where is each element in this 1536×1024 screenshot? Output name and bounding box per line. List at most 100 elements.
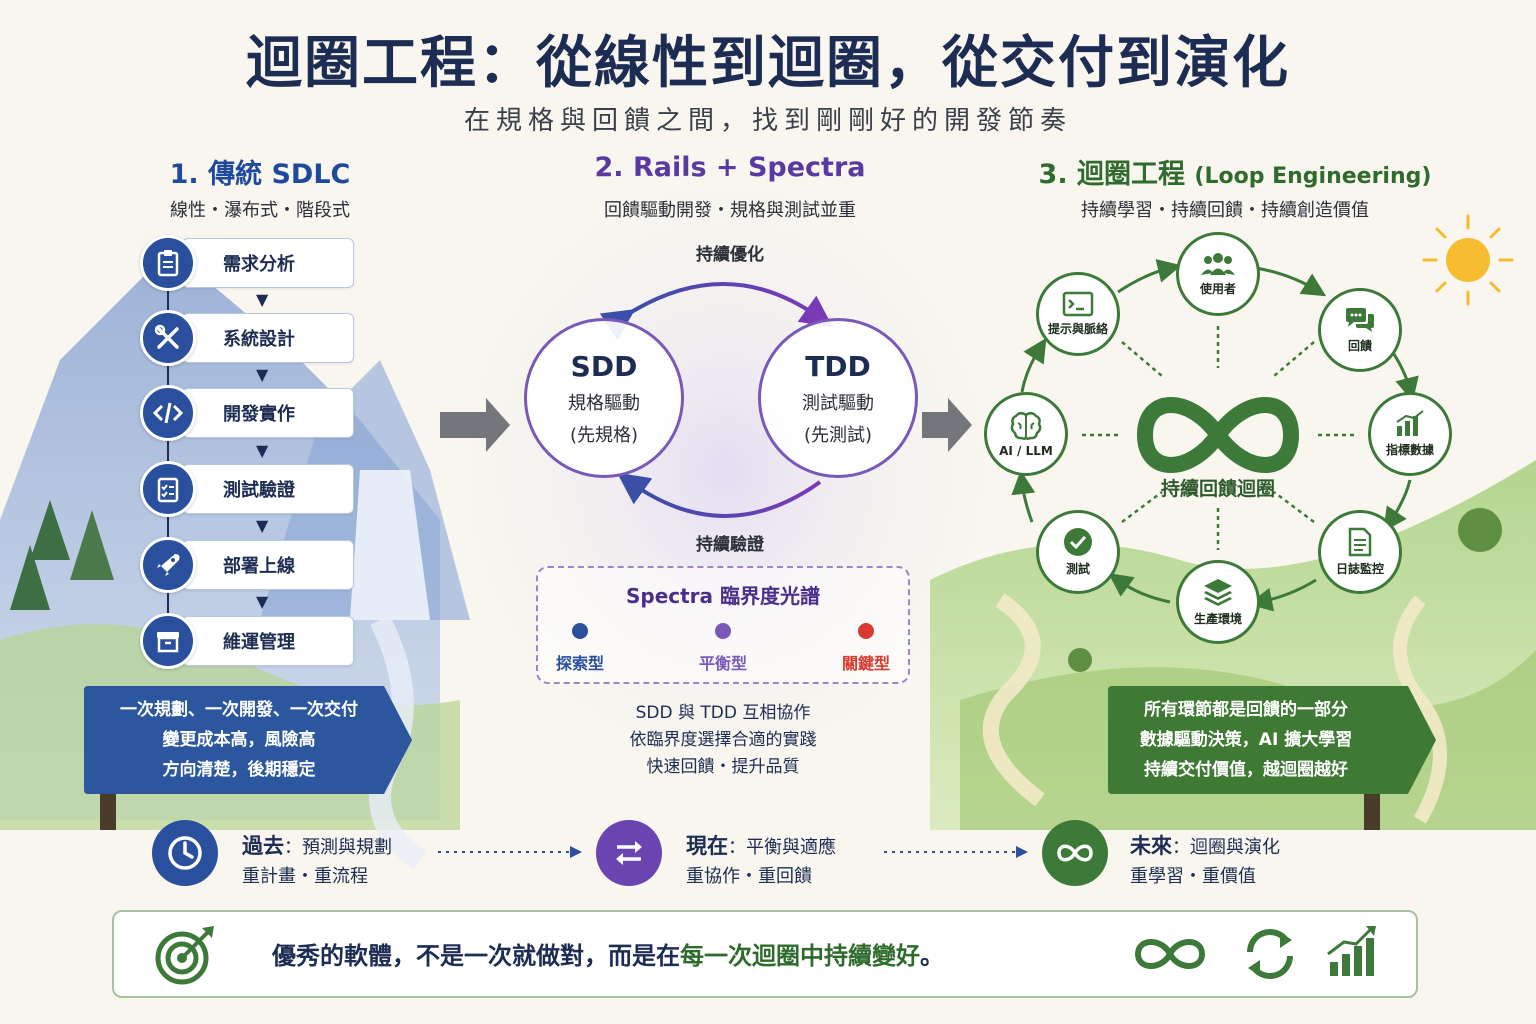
right-sign-text: 所有環節都是回饋的一部分 數據驅動決策，AI 擴大學習 持續交付價值，越迴圈越好 bbox=[1108, 692, 1384, 788]
down-arrow-icon: ▼ bbox=[256, 290, 269, 309]
note-line: 快速回饋・提升品質 bbox=[646, 757, 800, 777]
node-prompts: 提示與脈絡 bbox=[1036, 272, 1120, 356]
tdd-circle: TDD 測試驅動 (先測試) bbox=[758, 318, 918, 478]
page-title: 迴圈工程：從線性到迴圈，從交付到演化 bbox=[246, 31, 1290, 96]
timeline-arrow-1 bbox=[438, 846, 582, 858]
footer-text-plain: 優秀的軟體，不是一次就做對，而是在 bbox=[272, 942, 680, 970]
cycle-arrows bbox=[600, 282, 834, 518]
sun-icon bbox=[1422, 214, 1514, 306]
node-testing: 測試 bbox=[1036, 510, 1120, 594]
clipboard-icon bbox=[140, 235, 196, 291]
rocket-icon bbox=[140, 537, 196, 593]
sign-line: 方向清楚，後期穩定 bbox=[162, 760, 316, 780]
node-label: AI / LLM bbox=[999, 443, 1053, 458]
node-label: 生產環境 bbox=[1193, 612, 1242, 626]
sdd-line2: (先規格) bbox=[569, 424, 639, 446]
timeline-future-head: 未來：迴圈與演化 bbox=[1130, 830, 1280, 860]
infinity-icon bbox=[1042, 820, 1108, 886]
infinity-icon bbox=[1134, 939, 1206, 969]
layers-icon bbox=[1204, 579, 1232, 606]
sign-line: 一次規劃、一次開發、一次交付 bbox=[120, 700, 358, 720]
future-sub: ：迴圈與演化 bbox=[1172, 837, 1280, 858]
left-sign-board bbox=[84, 686, 412, 794]
sdd-circle: SDD 規格驅動 (先規格) bbox=[524, 318, 684, 478]
spectrum-title: Spectra 臨界度光譜 bbox=[625, 584, 821, 608]
node-label: 提示與脈絡 bbox=[1047, 322, 1108, 336]
node-feedback: 回饋 bbox=[1318, 288, 1402, 372]
step-design: 系統設計 bbox=[182, 313, 354, 363]
step-label: 測試驗證 bbox=[223, 480, 295, 501]
sdd-line1: 規格驅動 bbox=[568, 392, 640, 414]
archive-box-icon bbox=[140, 613, 196, 669]
note-line: 依臨界度選擇合適的實踐 bbox=[629, 730, 817, 750]
down-arrow-icon: ▼ bbox=[256, 365, 269, 384]
present-sub: ：平衡與適應 bbox=[728, 837, 836, 858]
code-icon bbox=[140, 385, 196, 441]
spectrum-label-balance: 平衡型 bbox=[698, 654, 747, 673]
step-deployment: 部署上線 bbox=[182, 540, 354, 590]
infinity-symbol bbox=[1136, 397, 1300, 473]
clock-icon bbox=[152, 820, 218, 886]
spectrum-point-explore bbox=[572, 623, 588, 639]
top-arc-label: 持續優化 bbox=[696, 245, 764, 265]
node-metrics: 指標數據 bbox=[1368, 392, 1452, 476]
timeline-past-line2: 重計畫・重流程 bbox=[242, 866, 368, 887]
past-head: 過去 bbox=[242, 834, 284, 858]
document-icon bbox=[1348, 527, 1372, 557]
node-ai: AI / LLM bbox=[984, 392, 1068, 476]
checklist-icon bbox=[140, 461, 196, 517]
down-arrow-icon: ▼ bbox=[256, 441, 269, 460]
timeline-present-line2: 重協作・重回饋 bbox=[686, 866, 812, 887]
step-label: 維運管理 bbox=[223, 632, 295, 653]
spectrum-label-critical: 關鍵型 bbox=[841, 654, 890, 673]
node-logs: 日誌監控 bbox=[1318, 510, 1402, 594]
check-circle-icon bbox=[1064, 528, 1092, 556]
future-head: 未來 bbox=[1130, 834, 1172, 858]
footer-text-end: 。 bbox=[920, 942, 944, 970]
timeline-present-head: 現在：平衡與適應 bbox=[686, 830, 836, 860]
sign-line: 變更成本高，風險高 bbox=[162, 730, 316, 750]
timeline-arrow-2 bbox=[884, 846, 1028, 858]
footer-text-highlight: 每一次迴圈中持續變好 bbox=[680, 942, 920, 970]
spectrum-point-critical bbox=[858, 623, 874, 639]
step-requirements: 需求分析 bbox=[182, 238, 354, 288]
node-label: 指標數據 bbox=[1385, 443, 1434, 457]
node-label: 使用者 bbox=[1199, 282, 1236, 296]
right-sign-board bbox=[1108, 686, 1436, 794]
page-subtitle: 在規格與回饋之間，找到剛剛好的開發節奏 bbox=[463, 106, 1072, 136]
tdd-line1: 測試驅動 bbox=[802, 392, 874, 414]
tdd-line2: (先測試) bbox=[803, 424, 873, 446]
footer-text: 優秀的軟體，不是一次就做對，而是在每一次迴圈中持續變好。 bbox=[272, 936, 944, 971]
sdd-name: SDD bbox=[570, 349, 638, 383]
sign-line: 數據驅動決策，AI 擴大學習 bbox=[1139, 730, 1353, 750]
bottom-arc-label: 持續驗證 bbox=[696, 535, 764, 555]
past-sub: ：預測與規劃 bbox=[284, 837, 392, 858]
spectrum-label-explore: 探索型 bbox=[555, 654, 604, 673]
step-label: 部署上線 bbox=[223, 556, 295, 577]
step-implementation: 開發實作 bbox=[182, 388, 354, 438]
target-icon bbox=[155, 926, 214, 985]
bar-chart-icon bbox=[1396, 410, 1424, 436]
col3-title-main: 3. 迴圈工程 bbox=[1038, 159, 1185, 190]
down-arrow-icon: ▼ bbox=[256, 592, 269, 611]
left-sign-text: 一次規劃、一次開發、一次交付 變更成本高，風險高 方向清楚，後期穩定 bbox=[84, 692, 394, 788]
step-testing: 測試驗證 bbox=[182, 464, 354, 514]
growth-chart-icon bbox=[1327, 926, 1376, 976]
node-label: 日誌監控 bbox=[1335, 562, 1384, 576]
tdd-name: TDD bbox=[805, 349, 871, 383]
col1-subtitle: 線性・瀑布式・階段式 bbox=[170, 200, 350, 221]
loop-diagram bbox=[1011, 259, 1419, 612]
step-label: 開發實作 bbox=[223, 404, 295, 425]
terminal-icon bbox=[1062, 291, 1094, 317]
timeline-past-head: 過去：預測與規劃 bbox=[242, 830, 392, 860]
steps-connector bbox=[167, 262, 169, 642]
col2-title: 2. Rails + Spectra bbox=[594, 152, 866, 183]
chat-bubbles-icon bbox=[1346, 308, 1374, 332]
node-label: 回饋 bbox=[1347, 339, 1372, 353]
col2-notes: SDD 與 TDD 互相協作 依臨界度選擇合適的實踐 快速回饋・提升品質 bbox=[560, 700, 886, 781]
note-line: SDD 與 TDD 互相協作 bbox=[635, 703, 811, 723]
sign-line: 所有環節都是回饋的一部分 bbox=[1144, 700, 1348, 720]
present-head: 現在 bbox=[686, 834, 728, 858]
step-label: 系統設計 bbox=[223, 329, 295, 350]
col2-subtitle: 回饋驅動開發・規格與測試並重 bbox=[604, 200, 856, 221]
